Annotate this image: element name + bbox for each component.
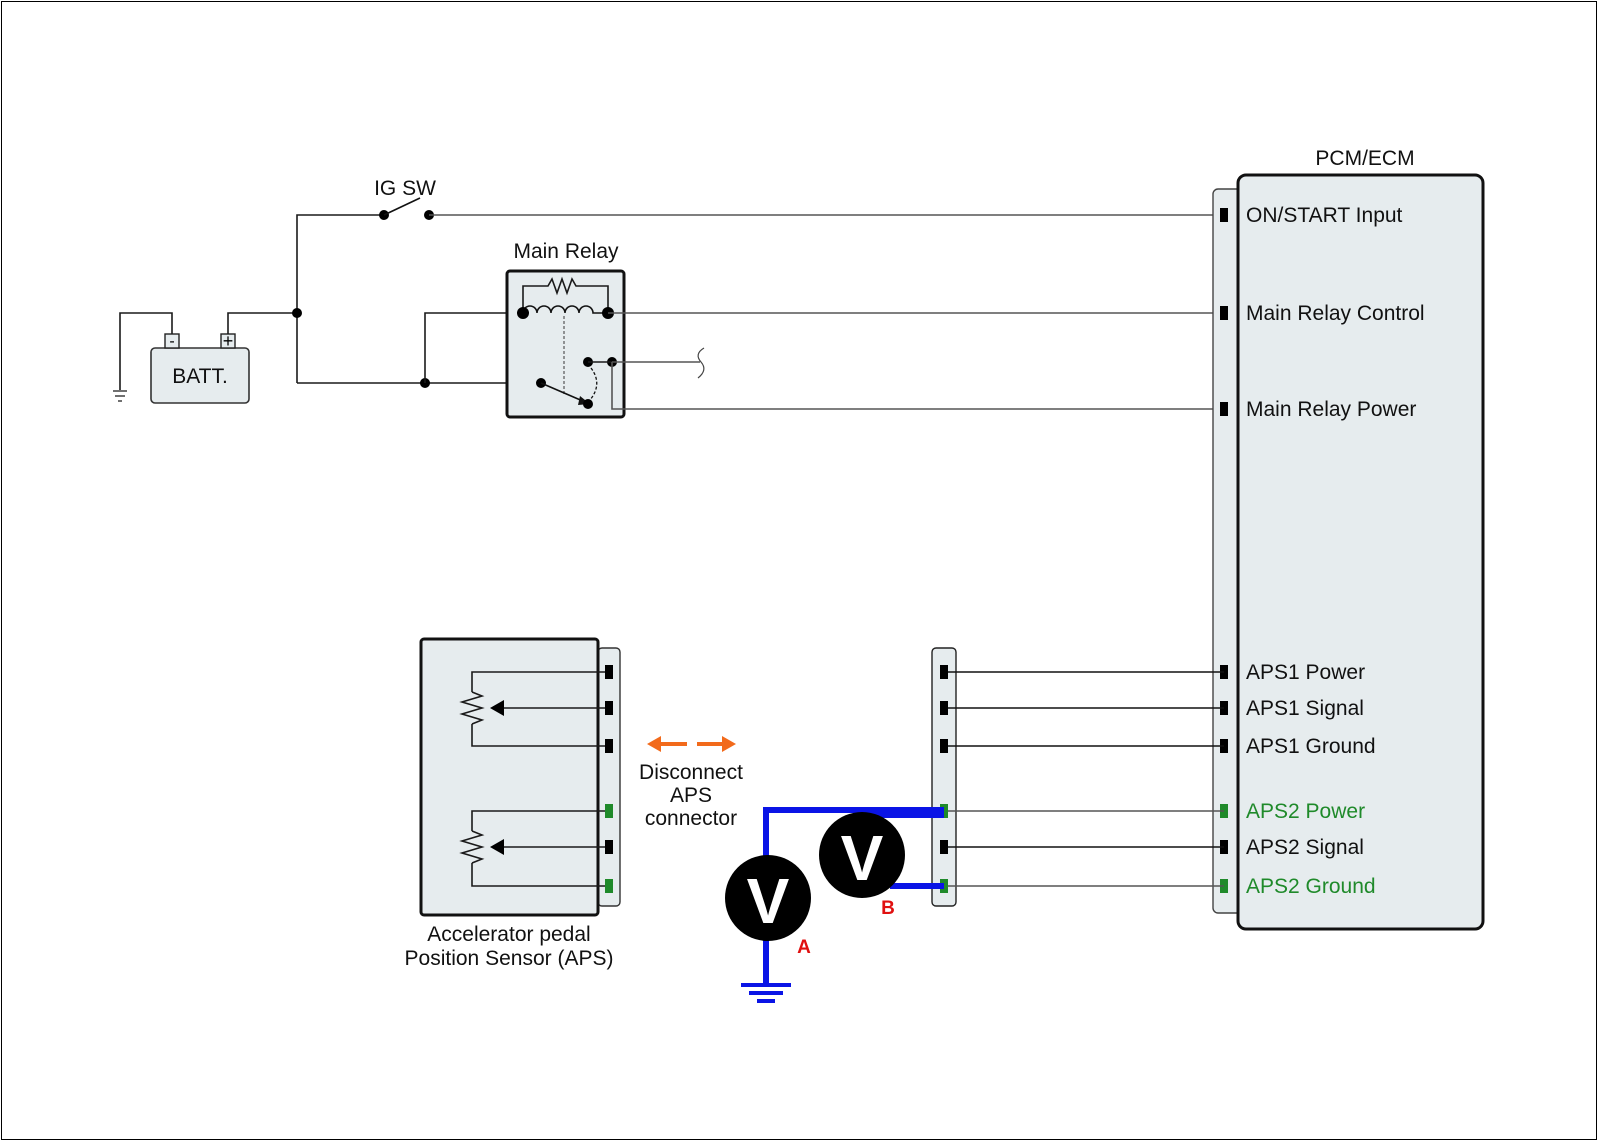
disconnect-arrows-icon — [647, 736, 736, 752]
aps-pin — [605, 804, 613, 818]
ecm-pin-label: Main Relay Control — [1246, 302, 1425, 325]
ecm-pin — [1220, 402, 1228, 416]
ecm-pin — [1220, 306, 1228, 320]
battery-neg-terminal — [164, 333, 180, 349]
harness-wires — [940, 665, 1224, 893]
voltmeter-a: V A — [725, 855, 811, 958]
aps-pin — [605, 840, 613, 854]
ecm-pin — [1220, 208, 1228, 222]
main-relay-label: Main Relay — [513, 240, 619, 263]
voltmeter-a-tag: A — [797, 937, 811, 958]
aps-label-line2: Position Sensor (APS) — [405, 947, 614, 970]
wire-main-relay-power — [611, 362, 1218, 410]
battery-label: BATT. — [172, 365, 228, 388]
voltmeter-b-tag: B — [881, 898, 895, 919]
ecm-pin-label: APS2 Ground — [1246, 875, 1376, 898]
ecm: PCM/ECM — [1212, 147, 1485, 931]
aps-pin — [605, 739, 613, 753]
potentiometer-icon — [459, 691, 485, 725]
ecm-pin-label: APS2 Power — [1246, 800, 1365, 823]
harness-pin — [940, 665, 948, 679]
ecm-pin-label: APS2 Signal — [1246, 836, 1364, 859]
ecm-pin-label: APS1 Signal — [1246, 697, 1364, 720]
relay-coil-feed-wire — [424, 312, 523, 383]
wire-break-icon — [697, 347, 705, 379]
aps-pin — [605, 701, 613, 715]
ground-icon — [113, 390, 127, 402]
ecm-label: PCM/ECM — [1315, 147, 1414, 170]
battery-neg-wire — [119, 312, 173, 390]
aps-pin — [605, 665, 613, 679]
battery-neg-sign: - — [169, 333, 174, 350]
voltmeter-b: V B — [819, 812, 905, 919]
battery-body — [150, 347, 250, 404]
disconnect-note-line2: APS — [670, 784, 712, 807]
ignition-switch: IG SW — [374, 177, 436, 220]
potentiometer-icon — [459, 830, 485, 864]
harness-pin — [940, 739, 948, 753]
main-relay-body — [505, 269, 626, 419]
ecm-body — [1236, 173, 1485, 931]
ground-icon — [741, 983, 791, 1003]
battery-pos-wire — [227, 312, 297, 334]
voltmeter-b-symbol: V — [841, 822, 884, 894]
aps-connector — [597, 647, 621, 907]
harness-pin — [940, 701, 948, 715]
voltmeter-a-symbol: V — [747, 865, 790, 937]
disconnect-note-line1: Disconnect — [639, 761, 743, 784]
ecm-pin-label: Main Relay Power — [1246, 398, 1416, 421]
ig-switch-label: IG SW — [374, 177, 436, 200]
aps-label-line1: Accelerator pedal — [427, 923, 590, 946]
voltmeter-icon — [725, 855, 811, 941]
aps-body — [419, 637, 600, 917]
harness-pin — [940, 840, 948, 854]
harness-connector — [931, 647, 957, 907]
battery-pos-sign: + — [223, 331, 234, 351]
ecm-pin-label: APS1 Power — [1246, 661, 1365, 684]
main-relay: Main Relay — [505, 240, 626, 419]
ecm-pin-label: APS1 Ground — [1246, 735, 1376, 758]
ecm-pin-label: ON/START Input — [1246, 204, 1403, 227]
voltmeter-icon — [819, 812, 905, 898]
junction-dot — [292, 308, 302, 318]
battery: - + BATT. — [113, 312, 297, 404]
aps-sensor: Accelerator pedal Position Sensor (APS) — [405, 637, 621, 970]
disconnect-note-line3: connector — [645, 807, 737, 830]
aps-pin — [605, 879, 613, 893]
bus-wire-ig — [296, 214, 384, 383]
